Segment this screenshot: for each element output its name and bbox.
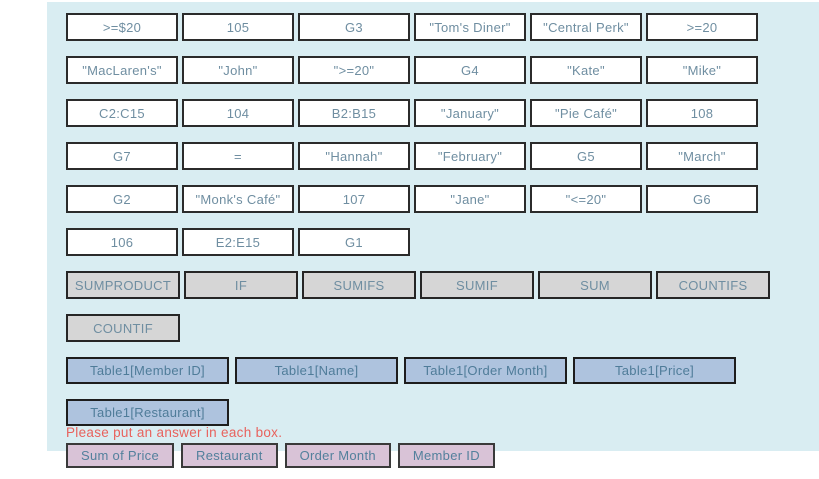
token-row-6: 106 E2:E15 G1	[66, 228, 770, 256]
instruction-text: Please put an answer in each box.	[66, 425, 283, 440]
word-bank-content: >=$20 105 G3 "Tom's Diner" "Central Perk…	[66, 13, 770, 468]
drag-token[interactable]: 106	[66, 228, 178, 256]
answer-field-row: Sum of Price Restaurant Order Month Memb…	[66, 443, 770, 468]
drag-token[interactable]: 107	[298, 185, 410, 213]
answer-field-token[interactable]: Sum of Price	[66, 443, 175, 468]
drag-token[interactable]: 104	[182, 99, 294, 127]
drag-token[interactable]: G7	[66, 142, 178, 170]
table-column-row-2: Table1[Restaurant]	[66, 399, 770, 426]
drag-token[interactable]: B2:B15	[298, 99, 410, 127]
drag-token[interactable]: =	[182, 142, 294, 170]
drag-token[interactable]: G1	[298, 228, 410, 256]
function-token[interactable]: COUNTIF	[66, 314, 180, 342]
function-token[interactable]: IF	[184, 271, 298, 299]
drag-token[interactable]: ">=20"	[298, 56, 410, 84]
drag-token[interactable]: "Kate"	[530, 56, 642, 84]
drag-token[interactable]: >=$20	[66, 13, 178, 41]
drag-token[interactable]: G3	[298, 13, 410, 41]
drag-token[interactable]: "February"	[414, 142, 526, 170]
drag-token[interactable]: E2:E15	[182, 228, 294, 256]
drag-token[interactable]: "Jane"	[414, 185, 526, 213]
drag-token[interactable]: "Hannah"	[298, 142, 410, 170]
function-token[interactable]: SUMIF	[420, 271, 534, 299]
token-row-5: G2 "Monk's Café" 107 "Jane" "<=20" G6	[66, 185, 770, 213]
drag-token[interactable]: >=20	[646, 13, 758, 41]
drag-token[interactable]: 105	[182, 13, 294, 41]
function-token-row-2: COUNTIF	[66, 314, 770, 342]
table-column-token[interactable]: Table1[Order Month]	[404, 357, 567, 384]
drag-token[interactable]: "John"	[182, 56, 294, 84]
drag-token[interactable]: "January"	[414, 99, 526, 127]
function-token[interactable]: COUNTIFS	[656, 271, 770, 299]
table-column-token[interactable]: Table1[Price]	[573, 357, 736, 384]
drag-token[interactable]: G2	[66, 185, 178, 213]
drag-token[interactable]: "MacLaren's"	[66, 56, 178, 84]
table-column-token[interactable]: Table1[Restaurant]	[66, 399, 229, 426]
token-row-1: >=$20 105 G3 "Tom's Diner" "Central Perk…	[66, 13, 770, 41]
token-row-3: C2:C15 104 B2:B15 "January" "Pie Café" 1…	[66, 99, 770, 127]
token-row-2: "MacLaren's" "John" ">=20" G4 "Kate" "Mi…	[66, 56, 770, 84]
drag-token[interactable]: G6	[646, 185, 758, 213]
drag-token[interactable]: "<=20"	[530, 185, 642, 213]
function-token[interactable]: SUM	[538, 271, 652, 299]
answer-field-token[interactable]: Member ID	[397, 443, 495, 468]
drag-token[interactable]: G5	[530, 142, 642, 170]
drag-token[interactable]: C2:C15	[66, 99, 178, 127]
table-column-row: Table1[Member ID] Table1[Name] Table1[Or…	[66, 357, 770, 384]
table-column-token[interactable]: Table1[Member ID]	[66, 357, 229, 384]
answer-field-token[interactable]: Order Month	[284, 443, 391, 468]
drag-token[interactable]: "Pie Café"	[530, 99, 642, 127]
drag-token[interactable]: "Tom's Diner"	[414, 13, 526, 41]
function-token-row: SUMPRODUCT IF SUMIFS SUMIF SUM COUNTIFS	[66, 271, 770, 299]
drag-token[interactable]: "Monk's Café"	[182, 185, 294, 213]
drag-token[interactable]: "Central Perk"	[530, 13, 642, 41]
answer-field-token[interactable]: Restaurant	[181, 443, 278, 468]
drag-token[interactable]: G4	[414, 56, 526, 84]
table-column-token[interactable]: Table1[Name]	[235, 357, 398, 384]
drag-token[interactable]: "Mike"	[646, 56, 758, 84]
drag-token[interactable]: 108	[646, 99, 758, 127]
drag-token[interactable]: "March"	[646, 142, 758, 170]
token-row-4: G7 = "Hannah" "February" G5 "March"	[66, 142, 770, 170]
function-token[interactable]: SUMIFS	[302, 271, 416, 299]
function-token[interactable]: SUMPRODUCT	[66, 271, 180, 299]
